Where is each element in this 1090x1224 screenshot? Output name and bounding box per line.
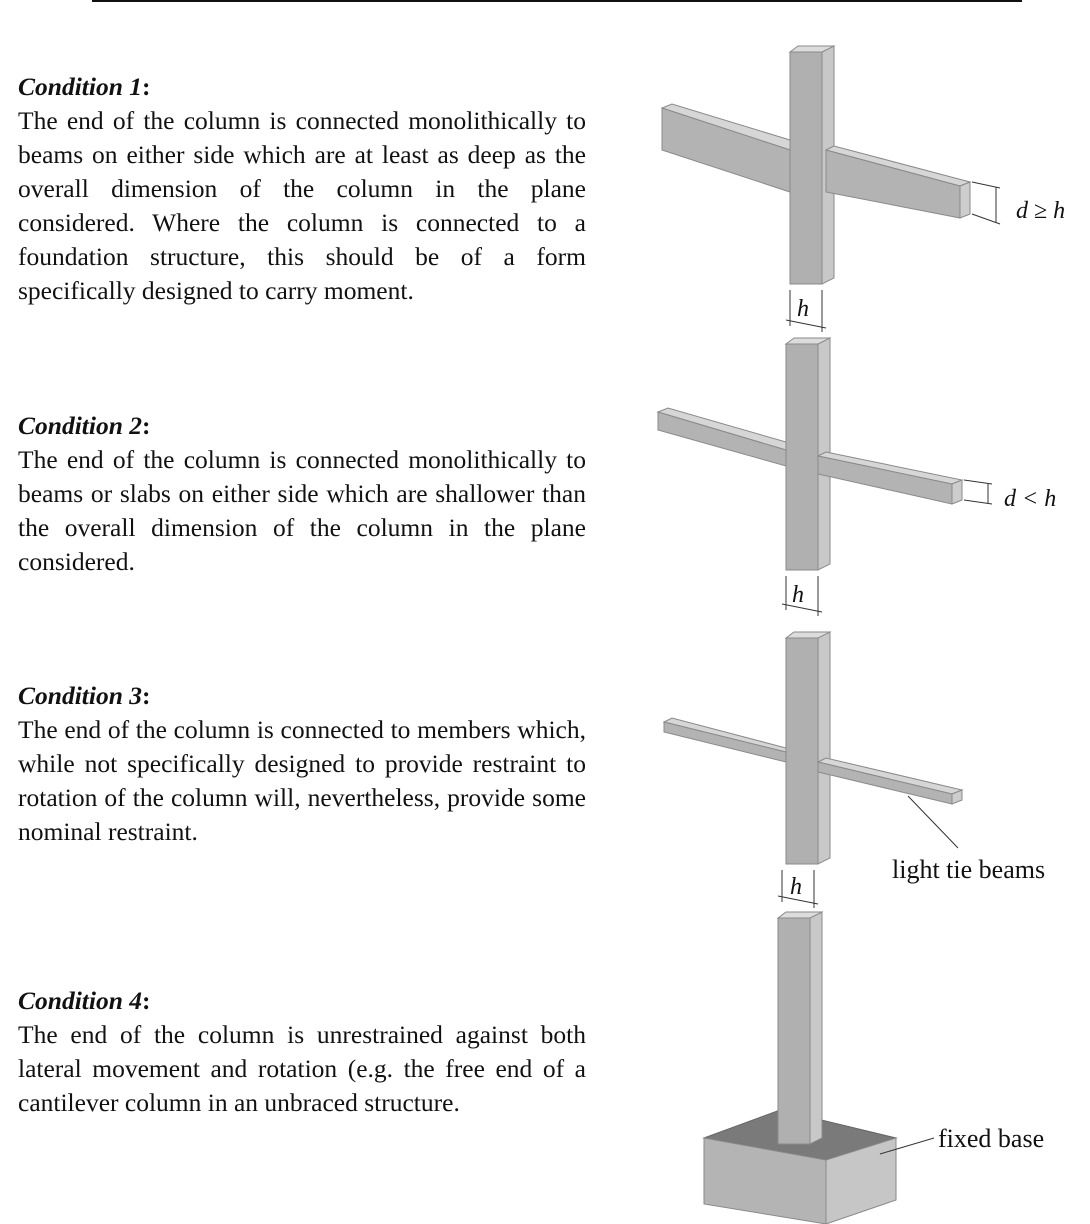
d-dim-ext-top [971,181,1001,189]
d-dim-ext-bottom [963,499,993,505]
figure-4-fixed-base-column: fixed base [702,911,1044,1224]
beam-right-end [951,479,963,505]
column-front-face [789,51,823,285]
condition-2-text: The end of the column is connected monol… [18,445,586,576]
footing-side-face [825,1137,897,1224]
condition-2-block: Condition 2: The end of the column is co… [18,409,586,579]
condition-4-text: The end of the column is unrestrained ag… [18,1020,586,1117]
condition-4-title: Condition 4: [18,986,151,1015]
label-fixed-base: fixed base [938,1124,1044,1153]
beam-right-side [825,149,961,219]
label-d-ge-h: d ≥ h [1016,198,1065,224]
condition-2-title: Condition 2: [18,411,151,440]
column-front-face [785,343,819,571]
condition-4-block: Condition 4: The end of the column is un… [18,984,586,1120]
condition-1-block: Condition 1: The end of the column is co… [18,70,586,308]
condition-3-text: The end of the column is connected to me… [18,715,586,846]
beam-right-side [817,455,953,505]
dim-h-label-2: h [792,582,804,608]
light-tie-leader-line [907,795,959,849]
d-dim-ext-top [963,479,993,485]
column-front-face [785,637,819,865]
h-dim-line [785,319,827,329]
condition-1-title: Condition 1: [18,72,151,101]
footing-front-face [703,1137,827,1224]
tie-beam-left-side [663,721,787,763]
figure-2-shallow-beam-joint: d < h h [656,337,1056,616]
d-dim-ext-bottom [971,213,1001,225]
label-d-lt-h: d < h [1004,486,1056,512]
figure-1-deep-beam-joint: d ≥ h h [660,45,1065,332]
figure-3-light-tie-beam-joint: light tie beams h [662,631,1045,908]
column-side-face [809,911,823,1145]
top-rule [92,0,1022,2]
column-front-face [777,917,811,1145]
condition-3-block: Condition 3: The end of the column is co… [18,679,586,849]
fixed-base-leader-line [879,1137,935,1155]
tie-beam-right-end [951,789,963,805]
beam-right-end [959,181,971,219]
condition-1-text: The end of the column is connected monol… [18,106,586,305]
dim-h-label-1: h [797,296,809,322]
h-dim-line [777,895,819,905]
dim-h-label-3: h [790,874,802,900]
label-light-tie-beams: light tie beams [892,855,1045,884]
h-dim-line [781,603,823,613]
column-side-face [817,631,831,865]
condition-3-title: Condition 3: [18,681,151,710]
